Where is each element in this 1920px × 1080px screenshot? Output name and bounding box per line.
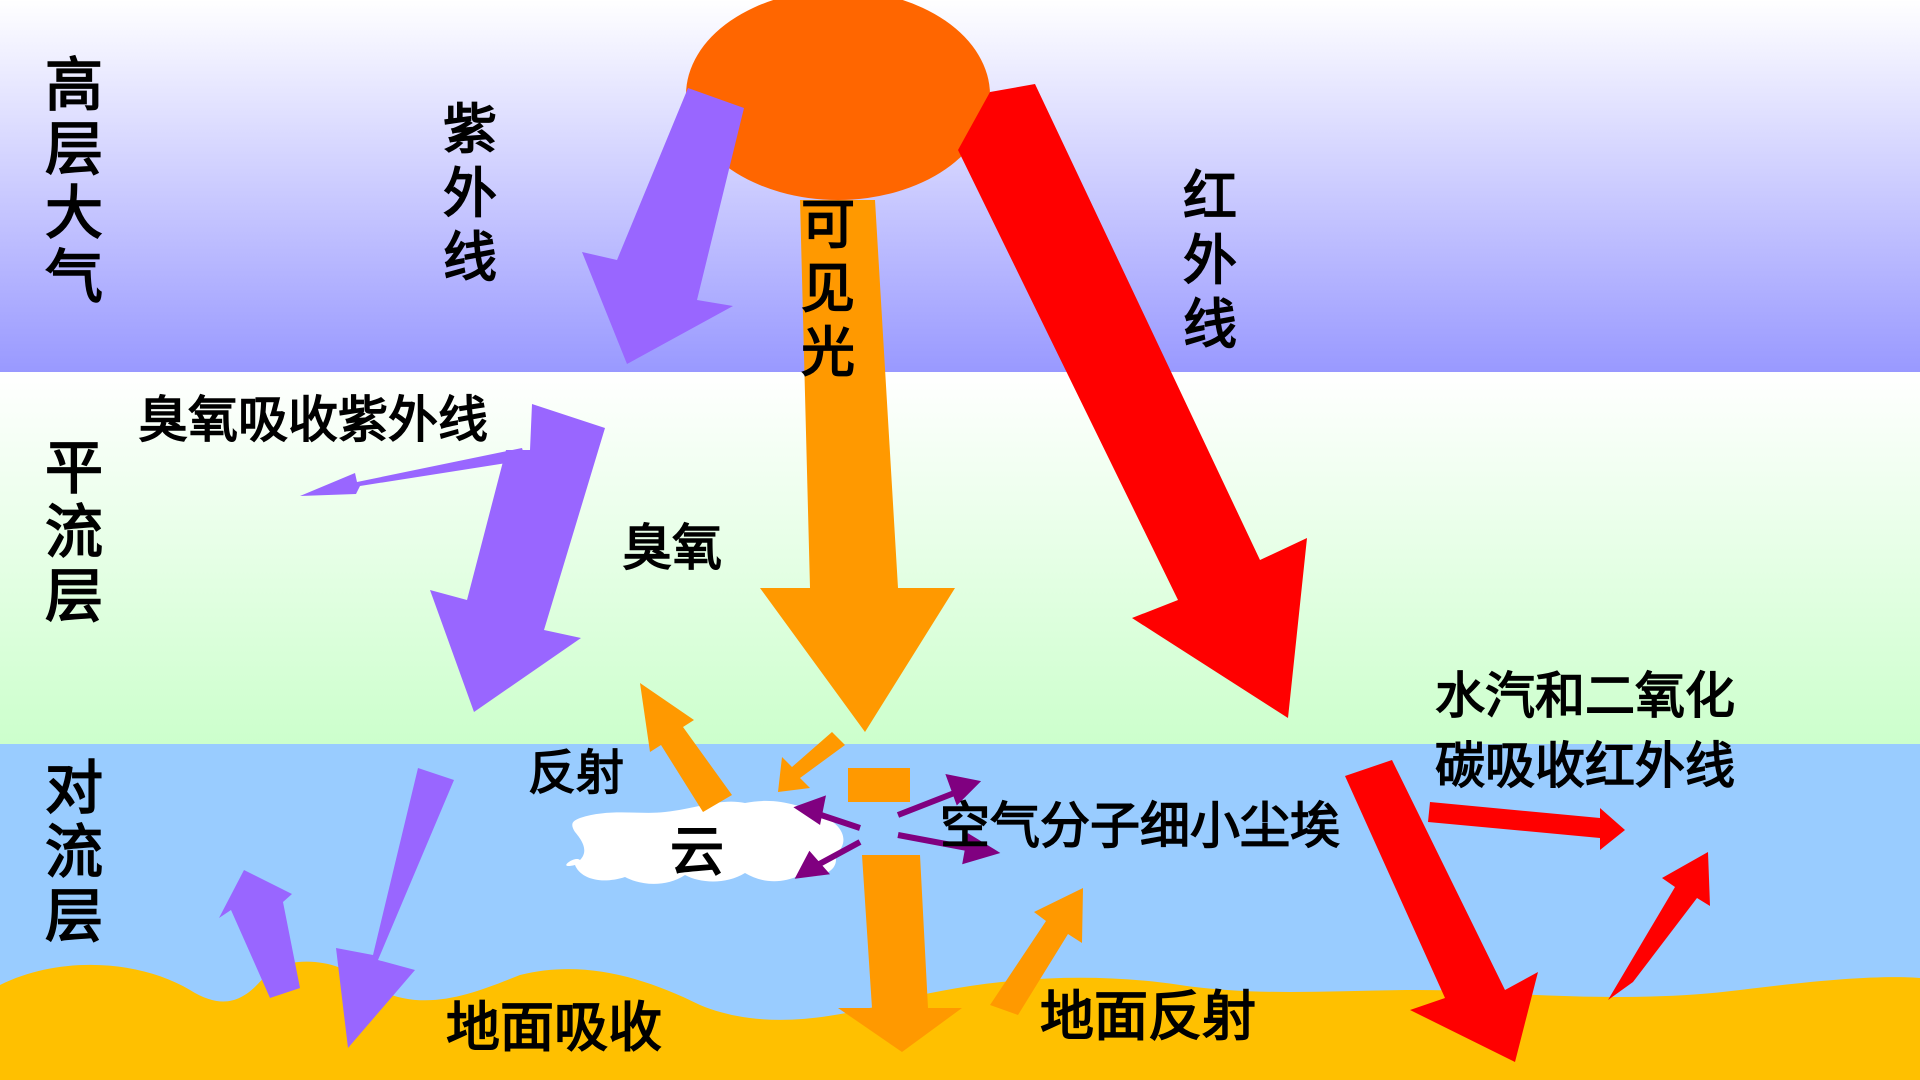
uv-arrow-troposphere bbox=[336, 768, 454, 1048]
visible-bar-stub bbox=[848, 768, 910, 802]
scatter-arrows bbox=[793, 774, 1001, 879]
label-ground-reflect: 地面反射 bbox=[1040, 985, 1256, 1048]
ir-arrow-main bbox=[958, 84, 1307, 718]
visible-arrow-to-ground bbox=[838, 855, 962, 1052]
ir-ground-up-arrow bbox=[1608, 852, 1710, 1000]
label-troposphere: 对流层 bbox=[45, 754, 103, 950]
label-ground-absorb: 地面吸收 bbox=[446, 996, 662, 1059]
cloud-shape bbox=[566, 800, 844, 884]
ground-reflect-arrow bbox=[990, 888, 1083, 1015]
label-ozone: 臭氧 bbox=[622, 519, 722, 577]
label-vapor-co2-line2: 碳吸收红外线 bbox=[1435, 737, 1735, 795]
visible-arrow-main bbox=[760, 200, 955, 732]
stratosphere-band bbox=[0, 372, 1920, 744]
label-cloud: 云 bbox=[670, 820, 724, 883]
label-ultraviolet: 紫外线 bbox=[443, 98, 497, 289]
label-visible-light: 可见光 bbox=[801, 193, 855, 384]
uv-arrow-stratosphere bbox=[430, 404, 605, 712]
label-scatter-particles: 空气分子细小尘埃 bbox=[940, 797, 1340, 855]
label-ozone-absorbs-uv: 臭氧吸收紫外线 bbox=[138, 391, 488, 449]
cloud-reflect-arrow bbox=[640, 683, 732, 812]
label-stratosphere: 平流层 bbox=[45, 434, 103, 630]
small-visible-arrow bbox=[778, 732, 845, 792]
uv-arrow-upper bbox=[582, 88, 744, 364]
ir-arrow-troposphere bbox=[1345, 760, 1538, 1062]
ir-thin-arrow bbox=[1428, 802, 1625, 850]
uv-arrow-ground-up bbox=[219, 870, 300, 998]
uv-ozone-thin-arrow bbox=[300, 448, 526, 496]
label-infrared: 红外线 bbox=[1183, 165, 1237, 356]
ground bbox=[0, 961, 1920, 1080]
label-upper-atmosphere: 高层大气 bbox=[45, 51, 103, 311]
sun bbox=[686, 0, 990, 200]
label-reflection: 反射 bbox=[528, 745, 624, 801]
label-vapor-co2-line1: 水汽和二氧化 bbox=[1435, 667, 1735, 725]
